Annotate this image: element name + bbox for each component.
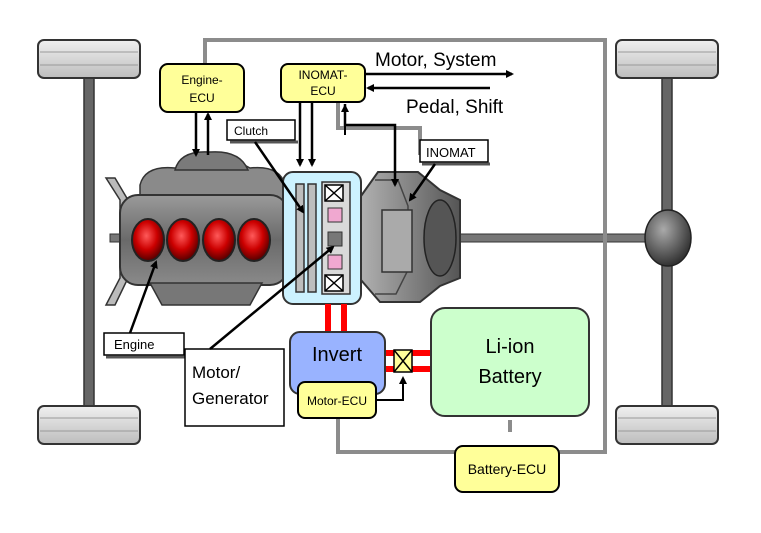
motor-system-label: Motor, System (375, 50, 496, 71)
motor-ecu-contactor-arrow (376, 376, 407, 401)
clutch-label: Clutch (234, 124, 268, 138)
li-ion-battery: Li-ion Battery (430, 307, 590, 417)
wheel-rear-right (615, 405, 719, 445)
cylinder-4 (237, 218, 271, 262)
differential (644, 209, 692, 267)
engine-block (104, 151, 289, 306)
front-axle (83, 47, 95, 421)
motor-generator-label-line2: Generator (192, 389, 269, 408)
battery-box (430, 307, 590, 417)
cylinder-2 (166, 218, 200, 262)
battery-ecu-box (454, 445, 560, 493)
battery-contactor (393, 349, 413, 373)
inverter-label: Invert (312, 344, 362, 366)
signal-bus (203, 38, 607, 454)
wheel-front-right (37, 405, 141, 445)
battery-ecu-label: Battery-ECU (468, 461, 547, 477)
cylinder-1 (131, 218, 165, 262)
inomat-ecu-box (280, 63, 366, 103)
engine-ecu-label-line1: Engine- (181, 73, 222, 87)
cylinder-3 (202, 218, 236, 262)
battery-label-line2: Battery (478, 366, 541, 388)
engine-callout: Engine (103, 260, 186, 359)
motor-generator-label-line1: Motor/ (192, 363, 240, 382)
inomat-ecu-label-line1: INOMAT- (298, 68, 347, 82)
pedal-shift-label: Pedal, Shift (406, 97, 504, 118)
engine-ecu-label-line2: ECU (189, 91, 214, 105)
motor-ecu: Motor-ECU (297, 381, 377, 419)
wheel-front-left (37, 39, 141, 79)
inomat-callout: INOMAT (408, 139, 490, 202)
wheel-rear-left (615, 39, 719, 79)
inomat-label: INOMAT (426, 145, 476, 160)
motor-generator-callout: Motor/ Generator (184, 245, 335, 427)
motor-ecu-label: Motor-ECU (307, 394, 367, 408)
battery-ecu: Battery-ECU (454, 445, 560, 493)
inomat-ecu: INOMAT- ECU (280, 63, 366, 103)
engine-label: Engine (114, 337, 154, 352)
inomat-ecu-label-line2: ECU (310, 84, 335, 98)
inverter: Invert (289, 331, 386, 395)
engine-ecu-box (159, 63, 245, 113)
clutch-callout: Clutch (226, 119, 305, 214)
transmission-housing (282, 171, 461, 305)
battery-label-line1: Li-ion (486, 336, 535, 358)
engine-ecu: Engine- ECU (159, 63, 245, 113)
